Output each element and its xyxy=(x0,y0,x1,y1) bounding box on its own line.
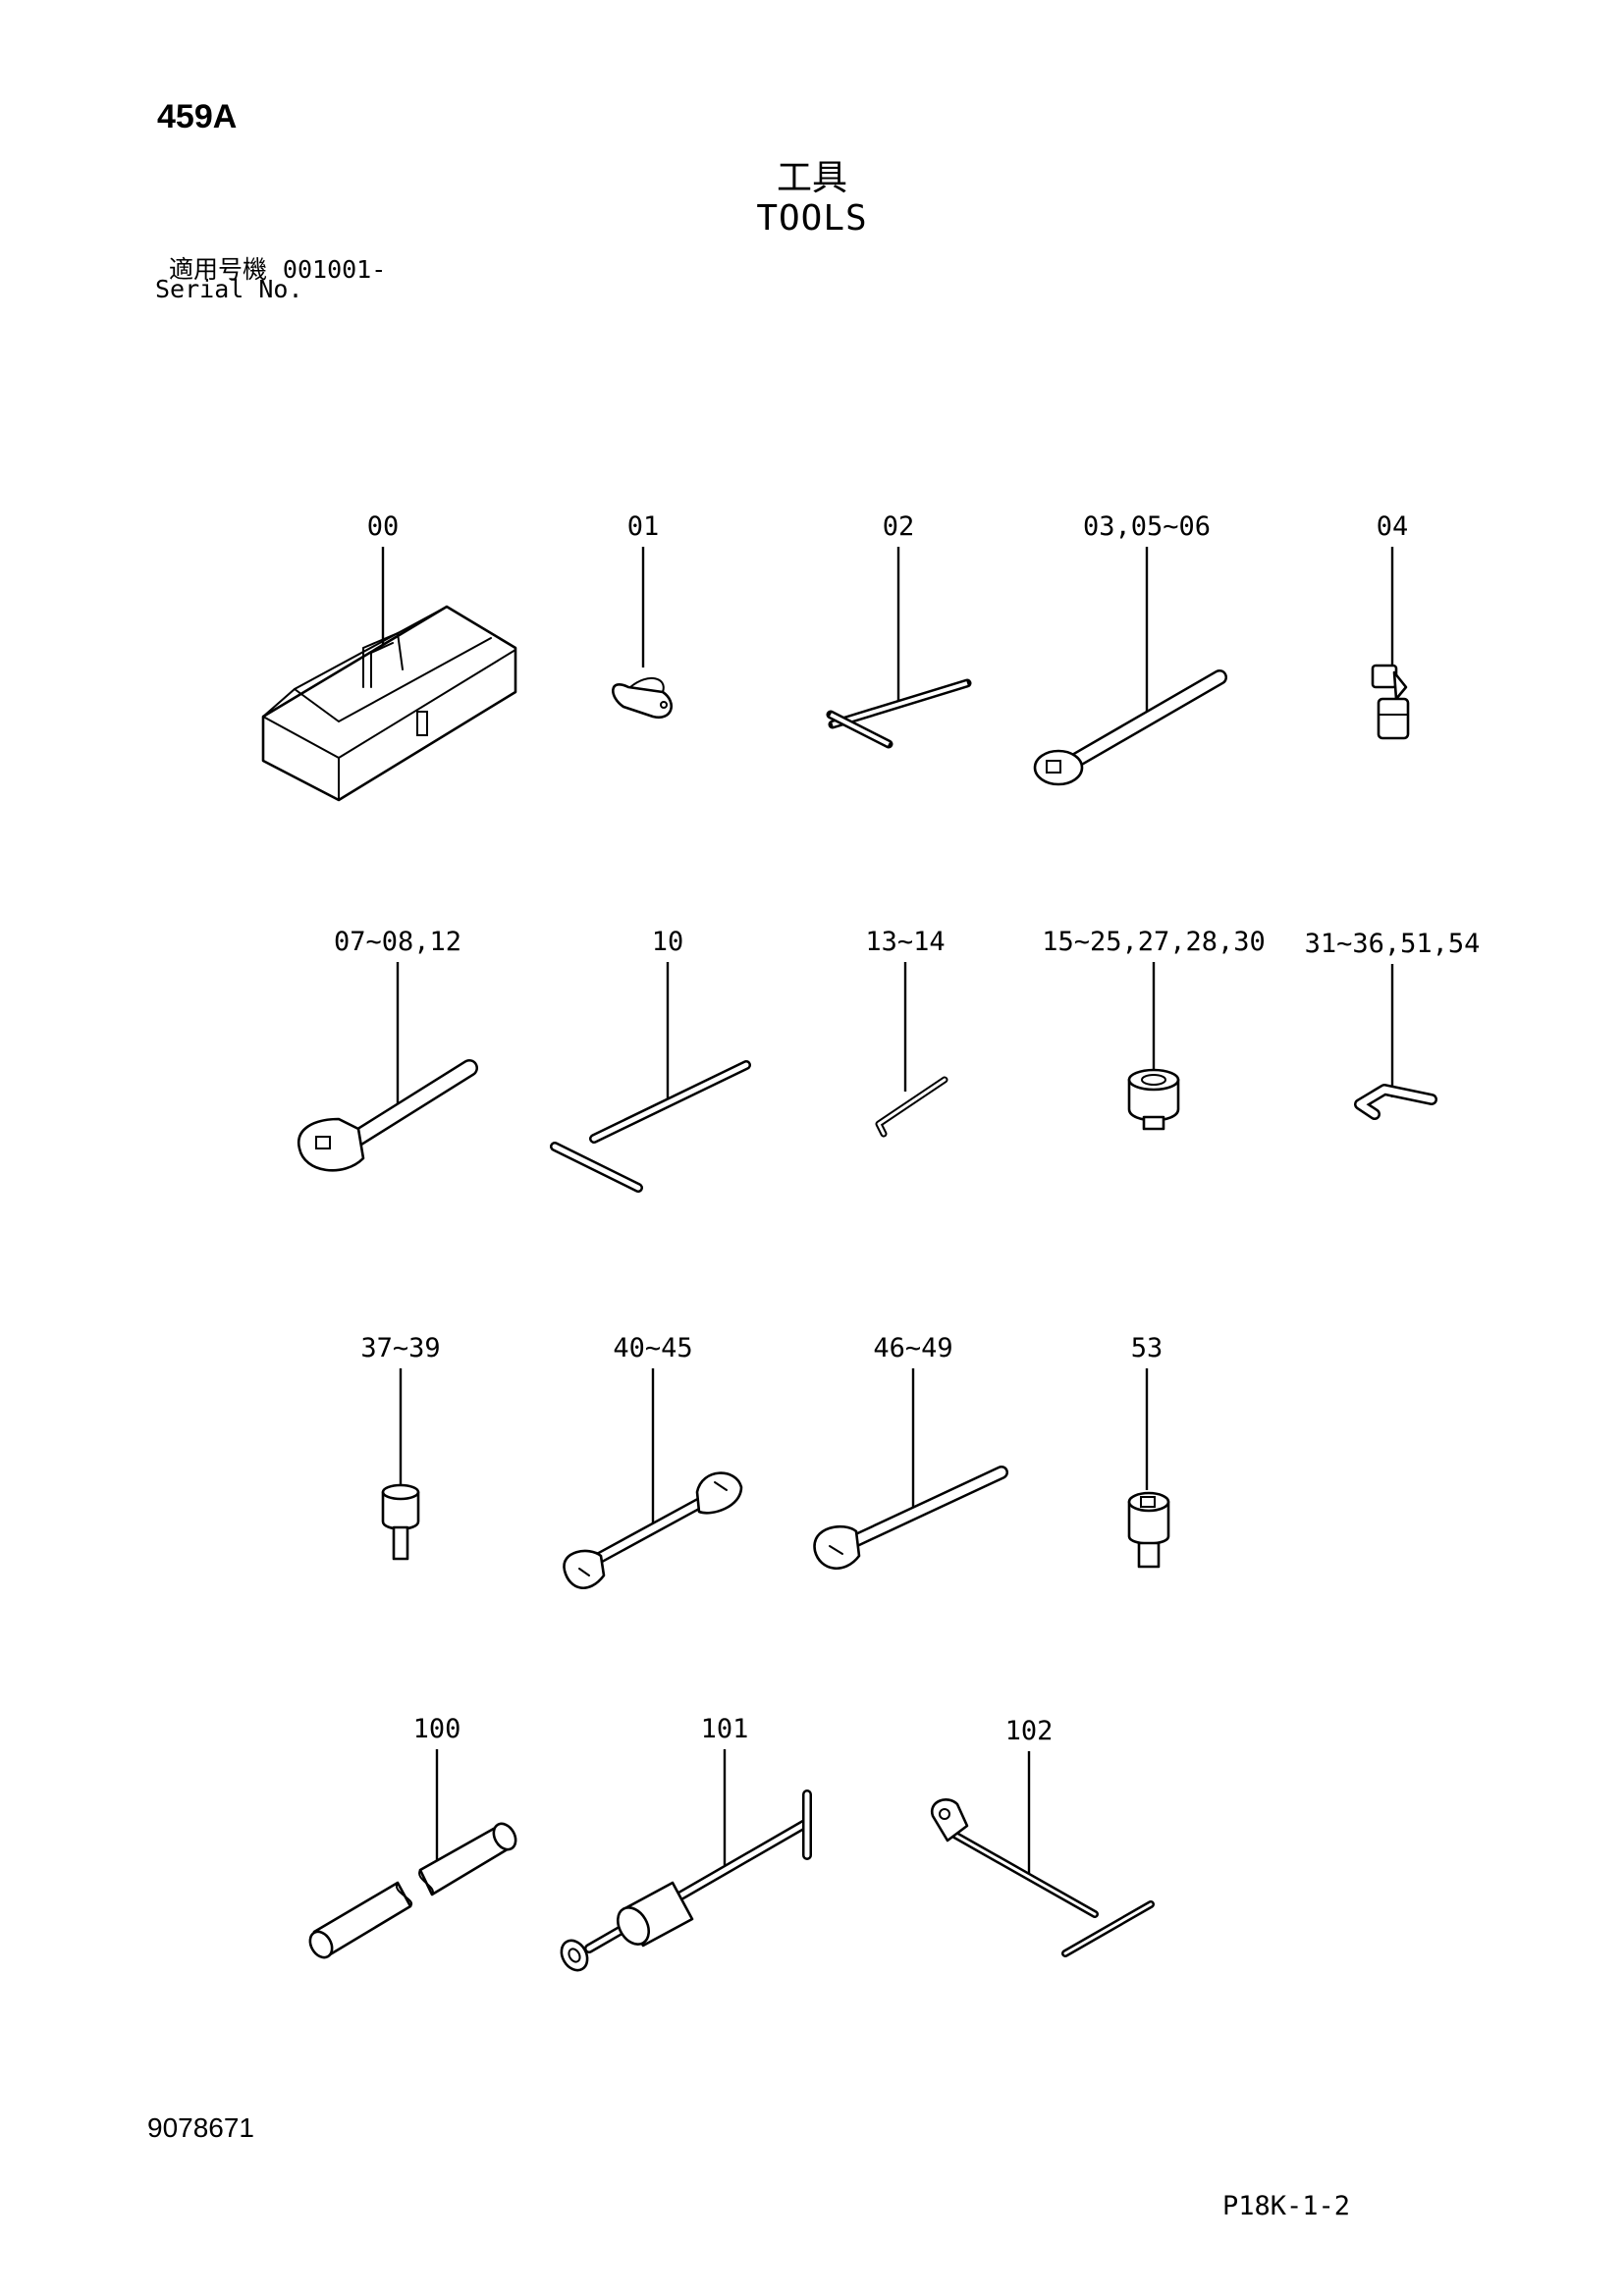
item-40-45[interactable]: 40~45 xyxy=(563,1333,743,1590)
ratchet-handle-icon xyxy=(297,1059,478,1172)
t-handle-icon xyxy=(550,1060,751,1193)
page-reference: P18K-1-2 xyxy=(1222,2191,1351,2221)
callout-label-07: 07~08,12 xyxy=(334,927,461,957)
document-number: 9078671 xyxy=(147,2112,255,2143)
item-15-30[interactable]: 15~25,27,28,30 xyxy=(1042,927,1266,1131)
item-01[interactable]: 01 xyxy=(612,511,673,720)
serial-from-value: 001001- xyxy=(282,255,387,284)
callout-label-101: 101 xyxy=(701,1714,749,1744)
item-10[interactable]: 10 xyxy=(550,927,751,1193)
toolbox-icon xyxy=(261,605,517,802)
page-code: 459A xyxy=(157,98,238,135)
bit-socket-icon xyxy=(381,1483,420,1561)
callout-label-15: 15~25,27,28,30 xyxy=(1042,927,1266,957)
item-101[interactable]: 101 xyxy=(557,1714,812,1975)
item-03-05-06[interactable]: 03,05~06 xyxy=(1033,511,1227,786)
item-100[interactable]: 100 xyxy=(305,1714,519,1961)
page-title-japanese: 工具 xyxy=(776,158,847,198)
serial-number-line: 適用号機 001001- xyxy=(169,250,386,286)
callout-label-37: 37~39 xyxy=(360,1333,440,1363)
item-102[interactable]: 102 xyxy=(930,1716,1155,1957)
t-wrench-icon xyxy=(826,678,972,749)
callout-label-40: 40~45 xyxy=(613,1333,692,1363)
square-drive-socket-icon xyxy=(1127,1491,1170,1569)
callout-label-46: 46~49 xyxy=(873,1333,952,1363)
callout-label-53: 53 xyxy=(1131,1333,1164,1363)
item-53[interactable]: 53 xyxy=(1127,1333,1170,1569)
double-open-wrench-icon xyxy=(563,1471,743,1590)
callout-label-03: 03,05~06 xyxy=(1083,511,1211,542)
callout-label-02: 02 xyxy=(883,511,915,542)
callout-label-102: 102 xyxy=(1005,1716,1054,1746)
single-open-wrench-icon xyxy=(813,1466,1008,1571)
shackle-icon xyxy=(612,677,673,720)
callout-label-31: 31~36,51,54 xyxy=(1305,929,1481,959)
pipe-icon xyxy=(308,1822,517,1959)
serial-label-japanese: 適用号機 xyxy=(169,255,268,284)
item-07-08-12[interactable]: 07~08,12 xyxy=(297,927,478,1172)
callout-label-00: 00 xyxy=(367,511,400,542)
callout-label-100: 100 xyxy=(413,1714,461,1744)
callout-label-04: 04 xyxy=(1377,511,1409,542)
slide-hammer-icon xyxy=(560,1789,812,1972)
item-31-54[interactable]: 31~36,51,54 xyxy=(1305,929,1481,1120)
item-13-14[interactable]: 13~14 xyxy=(865,927,948,1138)
serial-label-english: Serial No. xyxy=(155,275,303,303)
callout-label-01: 01 xyxy=(627,511,660,542)
item-46-49[interactable]: 46~49 xyxy=(813,1333,1008,1571)
callout-label-13: 13~14 xyxy=(865,927,945,957)
item-00[interactable]: 00 xyxy=(261,511,517,802)
callout-label-10: 10 xyxy=(652,927,684,957)
socket-icon xyxy=(1127,1068,1180,1131)
page-title-english: TOOLS xyxy=(756,198,868,239)
extension-bar-icon xyxy=(1033,669,1227,786)
universal-joint-icon xyxy=(1371,664,1410,740)
hex-key-icon xyxy=(1354,1084,1437,1120)
item-04[interactable]: 04 xyxy=(1371,511,1410,740)
item-02[interactable]: 02 xyxy=(826,511,972,749)
small-hex-key-icon xyxy=(875,1076,948,1138)
item-37-39[interactable]: 37~39 xyxy=(360,1333,441,1561)
bracket-puller-icon xyxy=(930,1798,1155,1957)
